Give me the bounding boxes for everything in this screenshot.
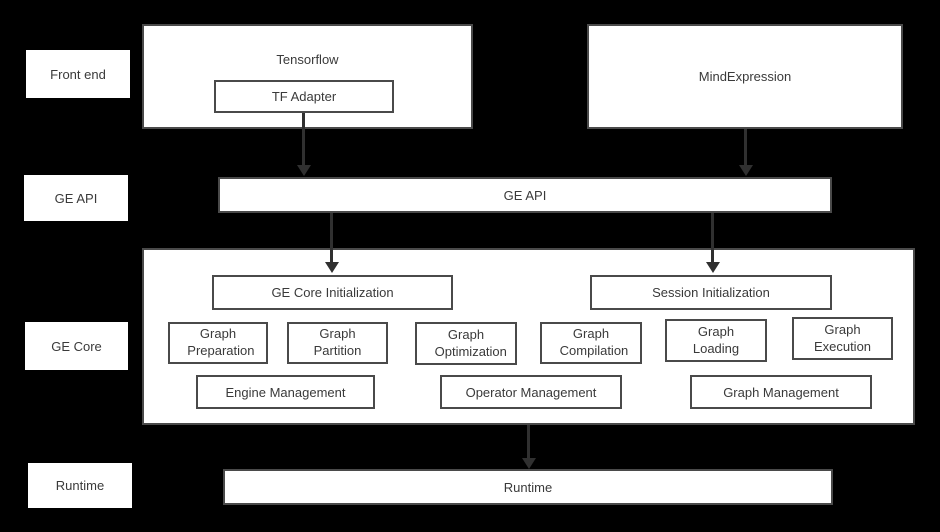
module-label-graph-loading: Graph Loading xyxy=(692,323,740,356)
row-label-runtime: Runtime xyxy=(28,463,132,508)
module-box-graph-loading: Graph Loading xyxy=(665,319,767,362)
module-label-graph-execution: Graph Execution xyxy=(813,321,872,354)
ge-core-init-label: GE Core Initialization xyxy=(271,285,394,300)
mindexpression-box: MindExpression xyxy=(587,24,903,129)
row-label-ge-core: GE Core xyxy=(25,322,128,370)
module-label-graph-partition: Graph Partition xyxy=(313,326,362,358)
management-box-operator: Operator Management xyxy=(440,375,622,409)
module-label-graph-optimization: Graph Optimization xyxy=(434,326,507,359)
management-label-engine: Engine Management xyxy=(225,384,346,400)
tensorflow-box: Tensorflow TF Adapter xyxy=(142,24,473,129)
arrow-mindexpression-to-ge-api xyxy=(744,129,747,165)
module-label-graph-compilation: Graph Compilation xyxy=(559,326,629,358)
runtime-bar: Runtime xyxy=(223,469,833,505)
ge-api-bar-label: GE API xyxy=(503,187,547,203)
ge-api-bar: GE API xyxy=(218,177,832,213)
row-label-front-end: Front end xyxy=(26,50,130,98)
session-init-label: Session Initialization xyxy=(652,285,770,300)
mindexpression-label: MindExpression xyxy=(698,69,792,84)
module-box-graph-optimization: Graph Optimization xyxy=(415,322,517,365)
row-label-ge-core-text: GE Core xyxy=(51,338,102,354)
module-label-graph-preparation: Graph Preparation xyxy=(187,326,255,358)
row-label-runtime-text: Runtime xyxy=(55,478,105,493)
runtime-bar-label: Runtime xyxy=(503,479,553,495)
session-init-box: Session Initialization xyxy=(590,275,832,310)
row-label-ge-api-text: GE API xyxy=(54,190,98,206)
module-box-graph-partition: Graph Partition xyxy=(287,322,388,364)
row-label-front-end-text: Front end xyxy=(50,66,106,82)
management-box-graph: Graph Management xyxy=(690,375,872,409)
tf-adapter-box: TF Adapter xyxy=(214,80,394,113)
ge-core-init-box: GE Core Initialization xyxy=(212,275,453,310)
management-label-graph: Graph Management xyxy=(723,384,839,400)
tf-adapter-label: TF Adapter xyxy=(271,89,337,104)
tensorflow-label: Tensorflow xyxy=(276,52,339,67)
arrow-tf-adapter-to-ge-api xyxy=(302,113,305,165)
ge-core-box: GE Core Initialization Session Initializ… xyxy=(142,248,915,425)
management-box-engine: Engine Management xyxy=(196,375,375,409)
row-label-ge-api: GE API xyxy=(24,175,128,221)
module-box-graph-execution: Graph Execution xyxy=(792,317,893,360)
module-box-graph-compilation: Graph Compilation xyxy=(540,322,642,364)
arrow-ge-core-to-runtime xyxy=(527,425,530,458)
arrow-ge-api-to-session-init xyxy=(711,213,714,262)
module-box-graph-preparation: Graph Preparation xyxy=(168,322,268,364)
management-label-operator: Operator Management xyxy=(465,384,597,400)
arrow-ge-api-to-ge-core-init xyxy=(330,213,333,262)
